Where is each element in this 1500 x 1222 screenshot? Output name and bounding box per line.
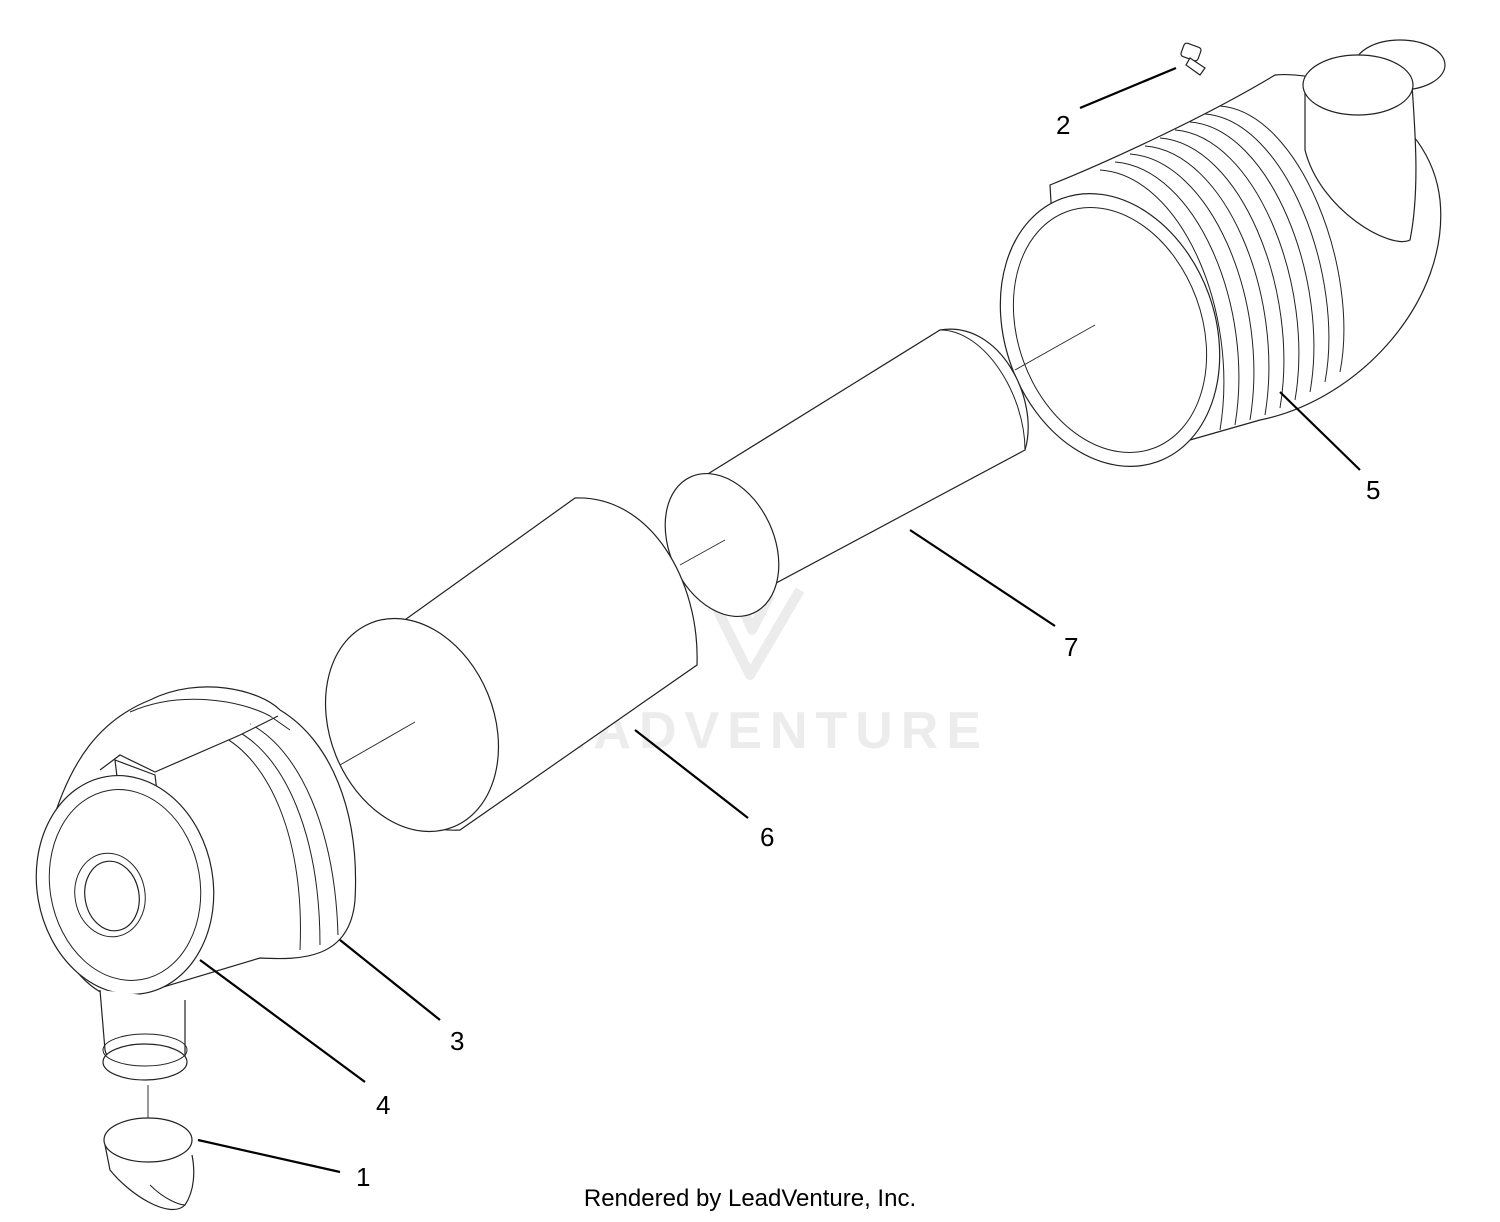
leader-6 bbox=[634, 729, 749, 819]
callout-4: 4 bbox=[376, 1090, 390, 1120]
leader-4 bbox=[199, 959, 366, 1083]
callout-2: 2 bbox=[1056, 110, 1070, 140]
leader-3 bbox=[339, 939, 441, 1021]
part-4-cover-face bbox=[35, 774, 215, 1081]
callout-6: 6 bbox=[760, 822, 774, 852]
callout-7: 7 bbox=[1064, 632, 1078, 662]
callout-3: 3 bbox=[450, 1026, 464, 1056]
callout-5: 5 bbox=[1366, 475, 1380, 505]
assembly-axis-line bbox=[147, 324, 1096, 1130]
callout-numbers: 1 2 3 4 5 6 7 bbox=[356, 110, 1380, 1192]
part-7-inner-filter bbox=[664, 328, 1029, 618]
part-5-housing-body bbox=[999, 39, 1446, 467]
part-6-primary-filter bbox=[324, 497, 698, 833]
leader-7 bbox=[909, 529, 1056, 627]
part-2-bolt bbox=[1180, 42, 1206, 76]
leader-lines bbox=[197, 66, 1361, 1174]
render-credit: Rendered by LeadVenture, Inc. bbox=[584, 1185, 916, 1212]
leader-1 bbox=[197, 1138, 341, 1174]
leader-2 bbox=[1079, 66, 1177, 110]
callout-1: 1 bbox=[356, 1162, 370, 1192]
part-1-vacuator-valve bbox=[103, 1117, 195, 1211]
leader-5 bbox=[1279, 391, 1361, 471]
